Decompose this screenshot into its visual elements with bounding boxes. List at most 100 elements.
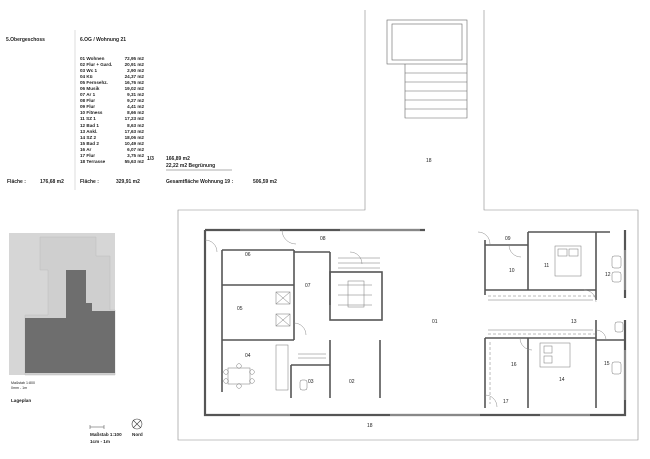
room-row: 07 Ar 1 9,31 m2: [80, 92, 144, 98]
room-name: 05 Fernsehz.: [80, 80, 108, 86]
room-label-05: 05: [237, 306, 243, 312]
room-name: 01 Wohnen: [80, 56, 105, 61]
room-label-11: 11: [544, 263, 549, 269]
room-label-09: 09: [505, 236, 511, 242]
room-area: 18,06 m2: [124, 134, 144, 140]
room-area: 20,91 m2: [124, 62, 144, 68]
room-area: 10,49 m2: [124, 140, 144, 146]
room-name: 09 Flur: [80, 104, 96, 110]
room-row: 01 Wohnen 72,95 m2: [80, 56, 144, 62]
room-name: 10 Fitness: [80, 110, 103, 116]
north-label: Nord: [132, 432, 143, 437]
room-label-01: 01: [432, 319, 438, 325]
bed: [539, 342, 571, 368]
room-row: 18 Terrasse 55,63 m2: [80, 159, 144, 165]
room-label-16: 16: [511, 362, 517, 368]
room-area: 9,31 m2: [127, 92, 144, 98]
room-number-labels: 01 02 03 04 05 06 07 08 09 10 11 12 13 1…: [237, 158, 611, 429]
room-label-18-bottom: 18: [367, 423, 373, 429]
room-label-13: 13: [571, 319, 577, 325]
room-row: 16 Ar 6,07 m2: [80, 147, 144, 153]
site-building-mass: [25, 270, 115, 373]
room-area: 8,63 m2: [127, 122, 144, 128]
site-plan-scale-unit: 0mm - 1m: [11, 386, 28, 390]
room-row: 17 Flur 3,75 m2: [80, 153, 144, 159]
furniture: [223, 245, 624, 404]
room-name: 14 SZ 2: [80, 134, 97, 140]
room-label-07: 07: [305, 283, 311, 289]
room-name: 18 Terrasse: [80, 158, 106, 164]
room-area: 6,07 m2: [127, 146, 144, 152]
room-label-12: 12: [605, 272, 611, 278]
room-label-17: 17: [503, 399, 509, 405]
dining-table: [227, 367, 251, 385]
room-label-10: 10: [509, 268, 515, 274]
area-total-value: 506,59 m2: [253, 179, 277, 185]
room-area: 9,27 m2: [127, 98, 144, 104]
scale-bar: [89, 425, 105, 429]
exterior-walls: [203, 228, 627, 417]
room-area: 17,23 m2: [124, 116, 144, 122]
area-left-label: Fläche :: [7, 179, 26, 185]
area-mid-value: 329,91 m2: [116, 179, 140, 185]
room-label-04: 04: [245, 353, 251, 359]
room-row: 15 Bad 2 10,49 m2: [80, 141, 144, 147]
interior-walls: [221, 231, 625, 408]
room-row: 04 Kü 24,37 m2: [80, 74, 144, 80]
room-area: 2,90 m2: [127, 68, 144, 74]
area-mid-label: Fläche :: [80, 179, 99, 185]
room-name: 06 Musik: [80, 86, 100, 92]
room-name: 17 Flur: [80, 152, 96, 158]
subtotal-living: 166,89 m2: [166, 156, 190, 162]
room-row: 13 Ankl.17,63 m2: [80, 129, 144, 135]
bed: [554, 245, 582, 277]
unit-title: 6.OG / Wohnung 21: [80, 37, 127, 43]
room-label-08: 08: [320, 236, 326, 242]
room-area: 24,37 m2: [124, 74, 144, 80]
room-area: 55,63 m2: [124, 158, 144, 164]
room-label-03: 03: [308, 379, 314, 385]
room-row: 08 Flur 9,27 m2: [80, 98, 144, 104]
site-plan-label: Lageplan: [11, 398, 32, 403]
room-row: 02 Flur + Gard. 20,91 m2: [80, 62, 144, 68]
room-name: 04 Kü: [80, 74, 93, 80]
room-name: 08 Flur: [80, 98, 96, 104]
room-name: 15 Bad 2: [80, 140, 99, 146]
room-row: 12 Bad 1 8,63 m2: [80, 123, 144, 129]
door-swings: [204, 229, 607, 408]
room-name: 12 Bad 1: [80, 122, 99, 128]
room-row: 03 Wc 1 2,90 m2: [80, 68, 144, 74]
room-name: 03 Wc 1: [80, 68, 98, 74]
room-label-14: 14: [559, 377, 565, 383]
upper-terrace: [386, 19, 468, 119]
scale-label: Maßstab 1:100: [90, 432, 122, 437]
room-area: 4,41 m2: [127, 104, 144, 110]
roof-box: [386, 19, 468, 65]
room-area: 16,76 m2: [124, 80, 144, 86]
room-row: 05 Fernsehz. 16,76 m2: [80, 80, 144, 86]
room-name: 02 Flur + Gard.: [80, 62, 113, 68]
roof-box-inner: [391, 23, 463, 61]
room-name: 13 Ankl.: [80, 128, 98, 134]
room-area: 3,75 m2: [127, 152, 144, 158]
north-arrow-icon: [131, 418, 143, 430]
room-row: 14 SZ 2 18,06 m2: [80, 135, 144, 141]
scale-unit: 1cm - 1m: [90, 439, 110, 444]
site-plan: [9, 233, 116, 376]
room-row: 09 Flur 4,41 m2: [80, 104, 144, 110]
room-schedule: 01 Wohnen 72,95 m2 02 Flur + Gard. 20,91 m…: [80, 56, 144, 165]
room-area: 19,02 m2: [124, 86, 144, 92]
room-name: 16 Ar: [80, 146, 92, 152]
room-area: 72,95 m2: [124, 56, 144, 61]
room-area: 8,66 m2: [127, 110, 144, 116]
floor-title: 5.Obergeschoss: [6, 37, 45, 43]
armchair: [275, 291, 291, 305]
stair-core-wall: [329, 271, 383, 321]
terrace-outline: [177, 10, 639, 441]
room-label-02: 02: [349, 379, 355, 385]
site-plan-scale: Maßstab 1:800: [11, 381, 35, 385]
room-row: 06 Musik 19,02 m2: [80, 86, 144, 92]
room-name: 07 Ar 1: [80, 92, 96, 98]
